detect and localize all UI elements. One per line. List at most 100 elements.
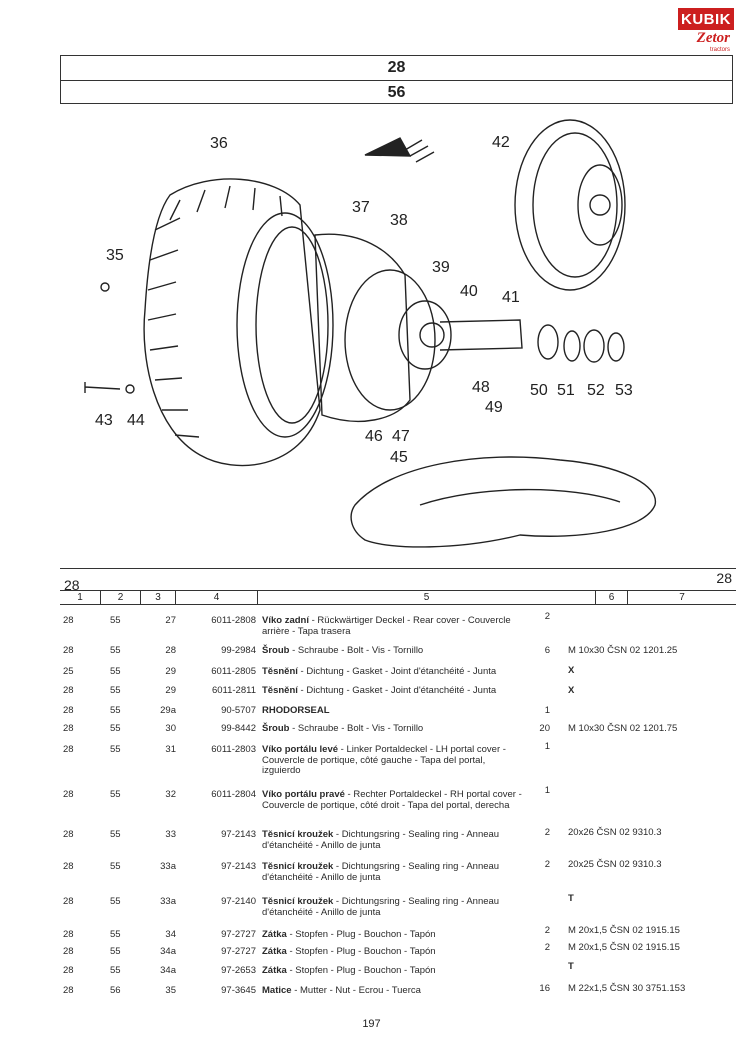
cell-part-number: 6011-2805 (211, 666, 256, 677)
group-header: 28 56 (60, 55, 733, 104)
callout-44: 44 (127, 412, 145, 429)
cell-note: 20x26 ČSN 02 9310.3 (568, 827, 662, 838)
cell-description: RHODORSEAL (262, 705, 524, 717)
cell-position: 32 (165, 789, 176, 800)
cell-group: 28 (63, 946, 74, 957)
cell-part-number: 97-2140 (221, 896, 256, 907)
callout-51: 51 (557, 382, 575, 399)
cell-position: 30 (165, 723, 176, 734)
cell-group: 28 (63, 985, 74, 996)
callout-45: 45 (390, 449, 408, 466)
cell-note: X (568, 665, 575, 676)
exploded-diagram: 36 37 38 35 39 40 41 42 43 44 45 46 47 4… (60, 110, 733, 565)
cell-quantity: 2 (544, 611, 550, 622)
cell-part-number: 6011-2811 (211, 685, 256, 696)
callout-37: 37 (352, 199, 370, 216)
cell-group: 28 (63, 896, 74, 907)
cell-group: 28 (63, 829, 74, 840)
cell-description: Těsnění - Dichtung - Gasket - Joint d'ét… (262, 685, 524, 697)
cell-position: 29a (160, 705, 176, 716)
cell-description: Víko portálu levé - Linker Portaldeckel … (262, 744, 524, 777)
callout-53: 53 (615, 382, 633, 399)
cell-description: Zátka - Stopfen - Plug - Bouchon - Tapón (262, 965, 524, 977)
part-name: Víko portálu levé (262, 744, 339, 755)
cell-subgroup: 55 (110, 723, 121, 734)
section-row: 28 28 (60, 569, 736, 593)
cell-description: Zátka - Stopfen - Plug - Bouchon - Tapón (262, 929, 524, 941)
part-name: Těsnicí kroužek (262, 896, 334, 907)
callout-48: 48 (472, 379, 490, 396)
cell-part-number: 90-5707 (221, 705, 256, 716)
cell-subgroup: 55 (110, 666, 121, 677)
cell-quantity: 20 (539, 723, 550, 734)
cell-position: 31 (165, 744, 176, 755)
cell-group: 28 (63, 645, 74, 656)
parts-table-header: 28 28 1 2 3 4 5 6 7 (60, 568, 736, 605)
group-number: 28 (387, 59, 406, 76)
part-name: Zátka (262, 965, 287, 976)
kubik-logo: KUBIK Zetor tractors (678, 8, 734, 64)
cell-description: Šroub - Schraube - Bolt - Vis - Tornillo (262, 645, 524, 657)
tyre-shape (143, 178, 321, 467)
cell-subgroup: 55 (110, 645, 121, 656)
cell-subgroup: 55 (110, 705, 121, 716)
cell-group: 28 (63, 705, 74, 716)
cell-subgroup: 55 (110, 929, 121, 940)
callout-42: 42 (492, 134, 510, 151)
callout-40: 40 (460, 283, 478, 300)
callout-47: 47 (392, 428, 410, 445)
cell-note: T (568, 893, 574, 904)
part-name: RHODORSEAL (262, 705, 330, 716)
part-translations: - Schraube - Bolt - Vis - Tornillo (289, 723, 424, 734)
cell-part-number: 97-3645 (221, 985, 256, 996)
cell-group: 28 (63, 744, 74, 755)
cell-note: 20x25 ČSN 02 9310.3 (568, 859, 662, 870)
part-name: Šroub (262, 645, 290, 656)
cell-position: 34a (160, 946, 176, 957)
section-number-left: 28 (64, 577, 80, 593)
col-header: 7 (679, 592, 685, 603)
cell-position: 35 (165, 985, 176, 996)
inner-tube-shape (350, 456, 657, 548)
cell-note: M 20x1,5 ČSN 02 1915.15 (568, 925, 680, 936)
cell-description: Těsnicí kroužek - Dichtungsring - Sealin… (262, 896, 524, 918)
page-number: 197 (362, 1018, 381, 1030)
cell-quantity: 2 (544, 942, 550, 953)
logo-script: Zetor (696, 30, 730, 46)
logo-sub: tractors (709, 47, 730, 53)
part-translations: - Stopfen - Plug - Bouchon - Tapón (286, 946, 436, 957)
col-header: 5 (258, 591, 596, 604)
cell-quantity: 2 (544, 827, 550, 838)
cell-part-number: 99-2984 (221, 645, 256, 656)
cell-subgroup: 55 (110, 615, 121, 626)
logo-brand: KUBIK (678, 8, 734, 30)
cell-note: M 20x1,5 ČSN 02 1915.15 (568, 942, 680, 953)
callout-35: 35 (106, 247, 124, 264)
part-name: Šroub (262, 723, 290, 734)
cell-subgroup: 55 (110, 789, 121, 800)
part-name: Zátka (262, 946, 287, 957)
cell-quantity: 2 (544, 859, 550, 870)
col-header: 6 (596, 591, 628, 604)
cell-description: Šroub - Schraube - Bolt - Vis - Tornillo (262, 723, 524, 735)
callout-39: 39 (432, 259, 450, 276)
part-translations: - Dichtung - Gasket - Joint d'étanchéité… (297, 666, 497, 677)
callout-52: 52 (587, 382, 605, 399)
cell-quantity: 6 (544, 645, 550, 656)
cell-description: Těsnicí kroužek - Dichtungsring - Sealin… (262, 829, 524, 851)
cell-group: 28 (63, 723, 74, 734)
cell-subgroup: 55 (110, 744, 121, 755)
cell-description: Matice - Mutter - Nut - Ecrou - Tuerca (262, 985, 524, 997)
part-name: Těsnicí kroužek (262, 829, 334, 840)
part-translations: - Rechter Portaldeckel - RH portal cover… (262, 789, 522, 811)
callout-41: 41 (502, 289, 520, 306)
part-translations: - Stopfen - Plug - Bouchon - Tapón (286, 929, 436, 940)
cell-part-number: 6011-2808 (211, 615, 256, 626)
wheel-assembly-drawing: 36 37 38 35 39 40 41 42 43 44 45 46 47 4… (84, 119, 657, 548)
cell-group: 28 (63, 861, 74, 872)
callout-50: 50 (530, 382, 548, 399)
cell-part-number: 97-2143 (221, 829, 256, 840)
col-header: 1 (60, 591, 101, 604)
cell-part-number: 97-2653 (221, 965, 256, 976)
part-name: Zátka (262, 929, 287, 940)
